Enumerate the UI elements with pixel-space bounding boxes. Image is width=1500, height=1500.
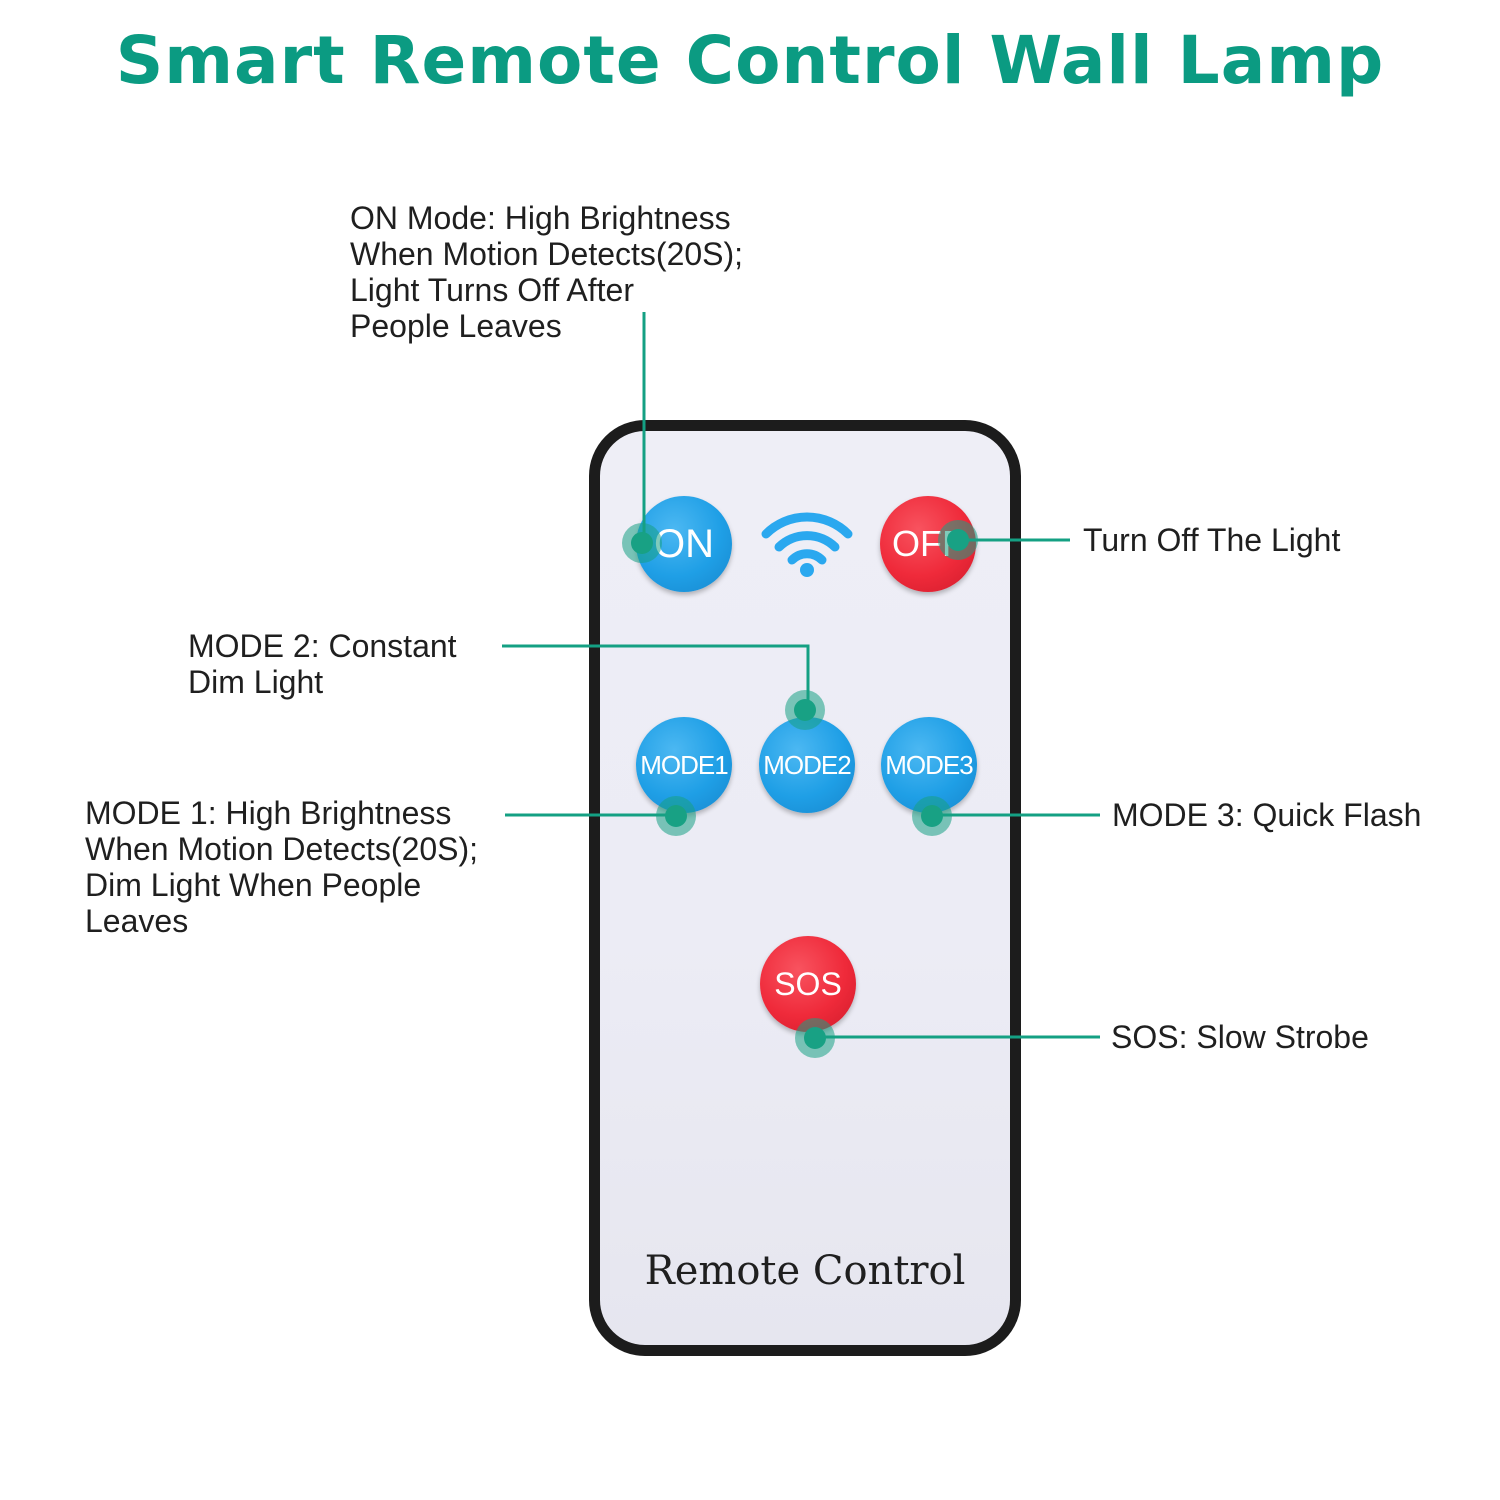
callout-line: MODE 2: Constant [188, 628, 457, 664]
mode1-button-label: MODE1 [640, 749, 728, 780]
callout-line: MODE 3: Quick Flash [1112, 797, 1422, 833]
mode3-button[interactable]: MODE3 [881, 717, 977, 813]
mode1-button[interactable]: MODE1 [636, 717, 732, 813]
callout-line: When Motion Detects(20S); [350, 236, 744, 272]
callout-sos: SOS: Slow Strobe [1111, 1019, 1369, 1055]
callout-line: When Motion Detects(20S); [85, 831, 479, 867]
callout-line: SOS: Slow Strobe [1111, 1019, 1369, 1055]
page-title: Smart Remote Control Wall Lamp [115, 22, 1385, 99]
callout-on-mode: ON Mode: High Brightness When Motion Det… [350, 200, 743, 344]
mode3-button-label: MODE3 [885, 749, 973, 780]
on-button-label: ON [654, 521, 714, 566]
sos-button-label: SOS [774, 965, 842, 1002]
callout-line: Dim Light [188, 664, 324, 700]
callout-line: Turn Off The Light [1083, 522, 1341, 558]
callout-mode3: MODE 3: Quick Flash [1112, 797, 1421, 833]
callout-mode2: MODE 2: Constant Dim Light [188, 628, 457, 700]
off-button-label: OFF [892, 523, 964, 564]
callout-line: Leaves [85, 903, 189, 939]
callout-line: Light Turns Off After [350, 272, 634, 308]
callout-line: People Leaves [350, 308, 562, 344]
sos-button[interactable]: SOS [760, 936, 856, 1032]
callout-line: MODE 1: High Brightness [85, 795, 452, 831]
callout-off: Turn Off The Light [1083, 522, 1340, 558]
mode2-button-label: MODE2 [763, 749, 851, 780]
off-button[interactable]: OFF [880, 496, 976, 592]
callout-line: ON Mode: High Brightness [350, 200, 731, 236]
mode2-button[interactable]: MODE2 [759, 717, 855, 813]
callout-mode1: MODE 1: High Brightness When Motion Dete… [85, 795, 478, 939]
remote-label: Remote Control [644, 1248, 966, 1294]
on-button[interactable]: ON [636, 496, 732, 592]
callout-line: Dim Light When People [85, 867, 422, 903]
